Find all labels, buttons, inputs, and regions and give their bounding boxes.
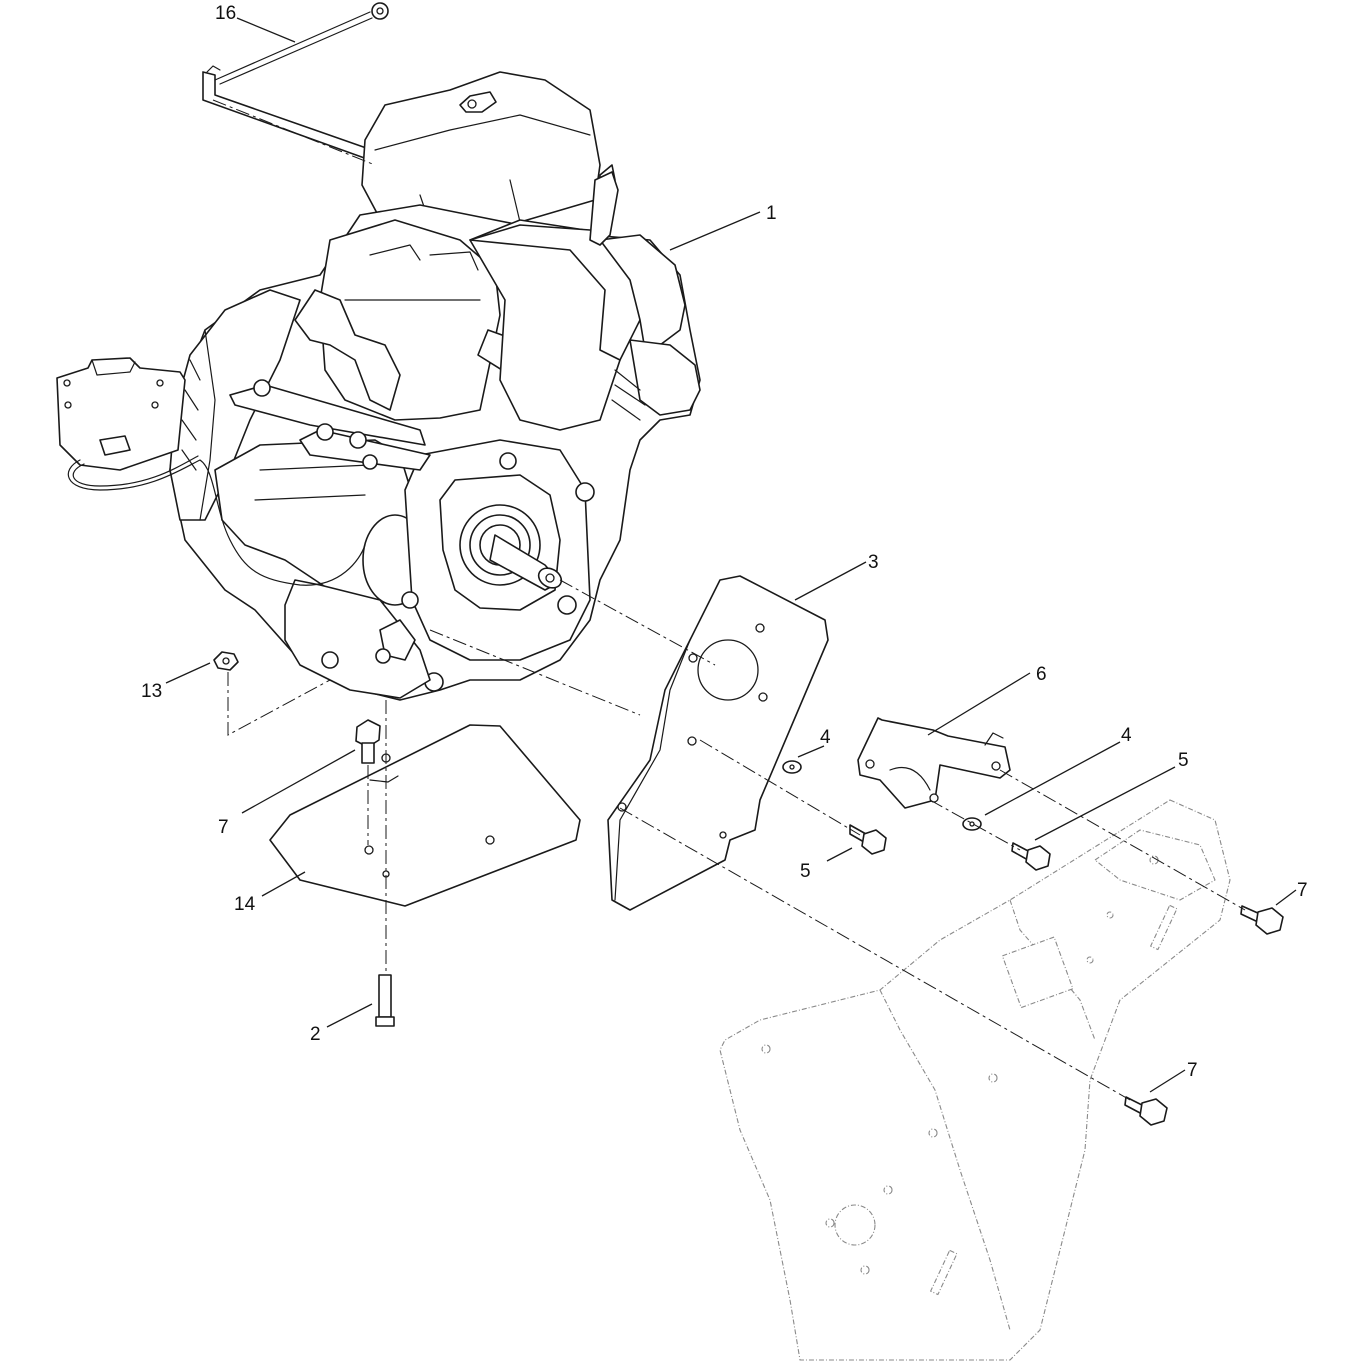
callout-7a: 7 [218, 817, 229, 838]
part-7-bolt-c [1124, 1096, 1168, 1126]
part-5-bolt-a [849, 824, 887, 855]
callout-labels: 16 1 3 6 4 4 5 5 13 7 7 7 14 2 [141, 3, 1308, 1081]
part-14-base-plate [269, 724, 581, 907]
callout-5a: 5 [800, 861, 811, 882]
part-6-bracket [857, 717, 1011, 809]
callout-1: 1 [766, 203, 777, 224]
callout-16: 16 [215, 3, 236, 24]
leader-lines [165, 17, 1297, 1093]
callout-5b: 5 [1178, 750, 1189, 771]
callout-7b: 7 [1297, 880, 1308, 901]
part-1-engine [56, 71, 701, 701]
callout-4a: 4 [820, 727, 831, 748]
callout-6: 6 [1036, 664, 1047, 685]
part-7-bolt-a [355, 719, 381, 764]
callout-7c: 7 [1187, 1060, 1198, 1081]
frame-housing-ghost [719, 799, 1231, 1361]
fasteners [213, 651, 1284, 1126]
assembly-center-lines [212, 99, 1246, 1101]
part-16-clip [202, 2, 389, 161]
part-5-bolt-b [1011, 842, 1051, 871]
callout-4b: 4 [1121, 725, 1132, 746]
callout-3: 3 [868, 552, 879, 573]
part-3-mounting-plate [607, 575, 829, 911]
callout-13: 13 [141, 681, 162, 702]
part-7-bolt-b [1240, 905, 1284, 935]
callout-14: 14 [234, 894, 256, 915]
callout-2: 2 [310, 1024, 321, 1045]
part-2-bolt [375, 974, 395, 1027]
